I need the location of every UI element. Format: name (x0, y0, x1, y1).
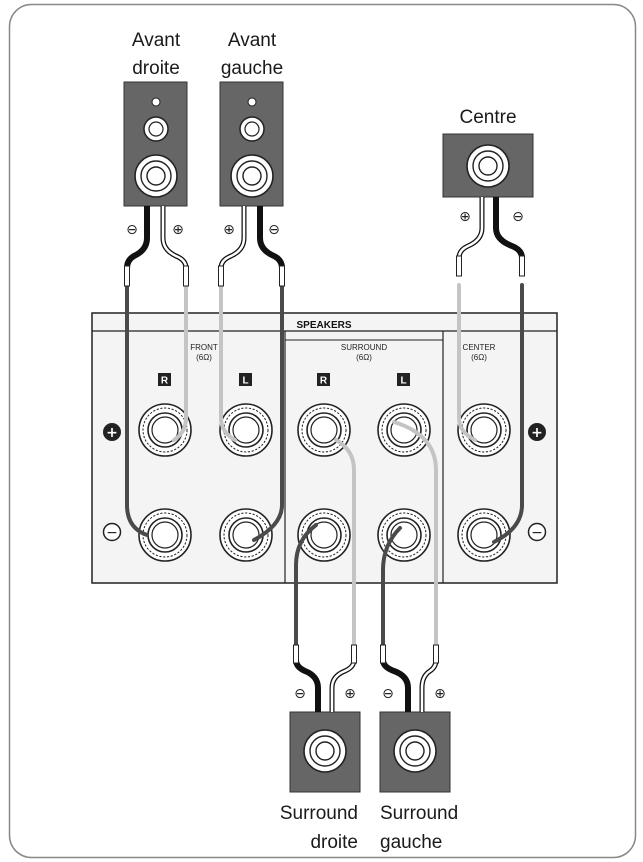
front-left-plus-terminal[interactable] (219, 403, 273, 457)
surround-right-speaker (289, 711, 361, 793)
front-right-plus-sign: ⊕ (172, 222, 184, 238)
front-left-badge: L (239, 373, 252, 387)
front-left-minus-sign: ⊖ (268, 222, 280, 238)
front-right-badge: R (158, 373, 171, 387)
front-left-label-line2: gauche (221, 58, 283, 79)
surround-right-plus-sign: ⊕ (344, 686, 356, 702)
center-minus-wire (492, 283, 524, 544)
center-impedance-label: (6Ω) (471, 353, 487, 362)
svg-text:L: L (242, 376, 248, 387)
bare-wire-tips (124, 255, 525, 664)
front-left-plus-sign: ⊕ (223, 222, 235, 238)
surround-left-minus-wire (381, 526, 402, 654)
center-plus-wire (457, 283, 477, 442)
svg-text:R: R (320, 376, 328, 387)
surround-left-label-line1: Surround (380, 803, 458, 824)
center-plus-sign: ⊕ (459, 209, 471, 225)
surround-right-label-line1: Surround (280, 803, 358, 824)
surround-left-label-line2: gauche (380, 832, 442, 853)
svg-text:−: − (106, 525, 118, 541)
surround-left-plus-terminal[interactable] (377, 403, 431, 457)
svg-text:−: − (531, 525, 543, 541)
center-plus-terminal[interactable] (457, 403, 511, 457)
surround-group-label: SURROUND (341, 343, 387, 352)
front-left-label-line1: Avant (228, 30, 277, 51)
front-left-minus-wire (252, 283, 284, 542)
surround-left-plus-sign: ⊕ (434, 686, 446, 702)
front-right-minus-wire (125, 283, 149, 537)
front-impedance-label: (6Ω) (196, 353, 212, 362)
panel-minus-left-icon: − (102, 522, 122, 542)
panel-minus-right-icon: − (527, 522, 547, 542)
panel-plus-right-icon: + (528, 423, 546, 441)
front-right-minus-sign: ⊖ (126, 222, 138, 238)
center-speaker (442, 133, 534, 198)
svg-text:+: + (106, 425, 118, 441)
front-left-plus-wire (219, 283, 237, 442)
surround-right-plus-wire (334, 438, 356, 654)
panel-plus-left-icon: + (103, 423, 121, 441)
front-right-plus-wire (172, 283, 188, 442)
front-left-speaker (219, 81, 284, 207)
front-group-label: FRONT (190, 343, 218, 352)
surround-left-minus-sign: ⊖ (382, 686, 394, 702)
svg-text:+: + (531, 425, 543, 441)
center-group-label: CENTER (463, 343, 496, 352)
surround-right-minus-wire (294, 523, 318, 654)
center-label: Centre (459, 107, 516, 128)
center-minus-sign: ⊖ (512, 209, 524, 225)
surround-left-speaker (379, 711, 451, 793)
surround-impedance-label: (6Ω) (356, 353, 372, 362)
surround-right-badge: R (317, 373, 330, 387)
surround-right-label-line2: droite (310, 832, 358, 853)
surround-right-minus-sign: ⊖ (294, 686, 306, 702)
svg-text:R: R (161, 376, 169, 387)
surround-left-plus-wire (392, 420, 438, 654)
front-right-label-line1: Avant (132, 30, 181, 51)
speaker-cable-leads (124, 197, 525, 712)
surround-left-badge: L (397, 373, 410, 387)
svg-text:L: L (400, 376, 406, 387)
front-right-speaker (123, 81, 188, 207)
surround-right-plus-terminal[interactable] (297, 403, 351, 457)
panel-title: SPEAKERS (296, 320, 351, 331)
front-right-label-line2: droite (132, 58, 180, 79)
